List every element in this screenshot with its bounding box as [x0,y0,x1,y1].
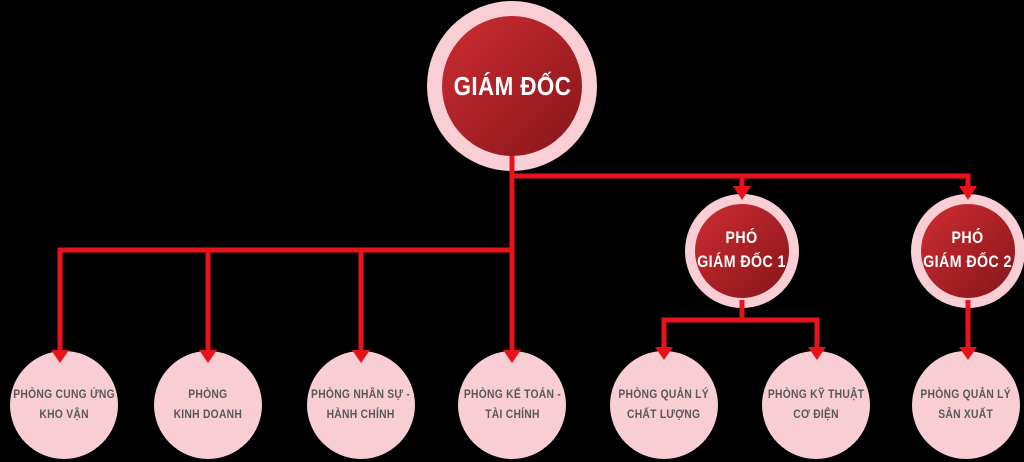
deputy2-label: PHÓ GIÁM ĐỐC 2 [924,227,1013,275]
director-label: GIÁM ĐỐC [453,71,571,102]
department-label: PHÒNG KỸ THUẬT CƠ ĐIỆN [767,387,865,421]
department-label: PHÒNG KINH DOANH [173,387,243,421]
department-label: PHÒNG KẾ TOÁN - TÀI CHÍNH [463,387,561,421]
department-label: PHÒNG CUNG ỨNG KHO VẬN [13,387,115,421]
department-label: PHÒNG QUẢN LÝ CHẤT LƯỢNG [618,387,710,421]
department-node-cung-ung-kho-van: PHÒNG CUNG ỨNG KHO VẬN [10,351,118,459]
deputy2-label-line2: GIÁM ĐỐC 2 [923,253,1013,271]
director-label-line1: GIÁM ĐỐC [453,70,571,101]
department-node-quan-ly-san-xuat: PHÒNG QUẢN LÝ SẢN XUẤT [912,351,1020,459]
connector-deputy2-branch [959,300,977,360]
deputy2-label-line1: PHÓ [951,229,985,248]
director-node: GIÁM ĐỐC [442,16,582,156]
department-label: PHÒNG NHÂN SỰ - HÀNH CHÍNH [311,387,411,421]
department-node-ky-thuat-co-dien: PHÒNG KỸ THUẬT CƠ ĐIỆN [762,351,870,459]
department-node-ke-toan-tai-chinh: PHÒNG KẾ TOÁN - TÀI CHÍNH [458,351,566,459]
connector-left-branch [51,247,521,363]
department-label: PHÒNG QUẢN LÝ SẢN XUẤT [920,387,1012,421]
deputy1-label-line1: PHÓ [725,229,759,248]
connector-right-branch [512,173,977,200]
connector-deputy1-branch [655,300,826,360]
deputy1-label: PHÓ GIÁM ĐỐC 1 [698,227,787,275]
deputy1-label-line2: GIÁM ĐỐC 1 [697,253,787,271]
deputy2-node: PHÓ GIÁM ĐỐC 2 [921,204,1015,298]
department-node-kinh-doanh: PHÒNG KINH DOANH [154,351,262,459]
deputy1-node: PHÓ GIÁM ĐỐC 1 [695,204,789,298]
department-node-quan-ly-chat-luong: PHÒNG QUẢN LÝ CHẤT LƯỢNG [610,351,718,459]
department-node-nhan-su-hanh-chinh: PHÒNG NHÂN SỰ - HÀNH CHÍNH [307,351,415,459]
